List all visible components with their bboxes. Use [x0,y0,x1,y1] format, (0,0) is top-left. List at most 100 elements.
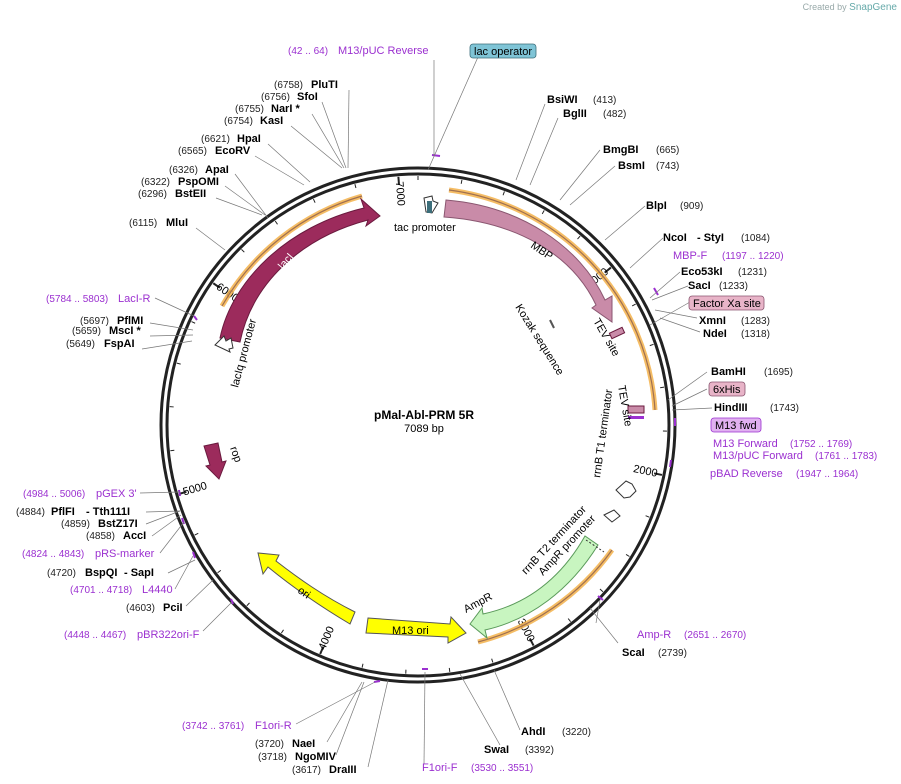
m13-fwd-label: M13 fwd [715,420,757,432]
enzyme-naei: (3720)NaeI [255,738,315,750]
leader-lines [139,56,713,768]
svg-text:BsmI: BsmI [618,160,645,172]
enzyme-pspomi: (6322)PspOMI [141,176,219,188]
svg-text:(5697): (5697) [80,316,109,327]
minor-tick [246,602,250,607]
minor-tick [541,210,545,215]
primer-pbad-reverse: pBAD Reverse(1947 .. 1964) [710,468,858,480]
factor-xa-label: Factor Xa site [693,298,761,310]
enzyme-hpai: (6621)HpaI [201,133,261,145]
enzyme-bsmi: BsmI(743) [618,160,679,172]
orf-arc-mbp [448,187,658,411]
svg-text:(1197 .. 1220): (1197 .. 1220) [722,251,784,262]
svg-text:Eco53kI: Eco53kI [681,266,723,278]
svg-text:(3718): (3718) [258,752,287,763]
svg-text:(482): (482) [603,109,626,120]
enzyme-bmgbi: BmgBI(665) [603,144,679,156]
svg-text:SacI: SacI [688,280,711,292]
svg-text:(1752 .. 1769): (1752 .. 1769) [790,439,852,450]
scale-label-7000: 7000 [393,181,407,206]
svg-text:BamHI: BamHI [711,366,746,378]
svg-text:(6565): (6565) [178,146,207,157]
svg-text:NgoMIV: NgoMIV [295,751,337,763]
rop-label: rop [227,445,244,464]
primer-f1ori-r: (3742 .. 3761)F1ori-R [182,720,292,732]
rop-arrow [203,442,227,480]
svg-text:NaeI: NaeI [292,738,315,750]
enzyme-eco53ki: Eco53kI (1231) [681,266,767,278]
kozak-mark [549,319,555,329]
minor-tick [217,569,222,574]
minor-tick [176,362,181,365]
enzyme-pflfi: (4884)PflFI- Tth111I [16,506,130,518]
svg-text:(413): (413) [593,95,616,106]
svg-text:(3617): (3617) [292,765,321,776]
m13-ori-label: M13 ori [392,625,429,637]
svg-text:(3392): (3392) [525,745,554,756]
minor-tick [191,321,196,324]
his6-mark [628,416,644,419]
enzyme-fspai: (5649)FspAI [66,338,135,350]
svg-text:MscI *: MscI * [109,325,142,337]
svg-text:(1233): (1233) [719,281,748,292]
svg-text:BsiWI: BsiWI [547,94,578,106]
enzyme-ngomiv: (3718) NgoMIV [258,751,337,763]
minor-tick [460,179,463,184]
enzyme-sfoi: (6756)SfoI [261,91,318,103]
enzyme-draiii: (3617) DraIII [292,764,357,776]
minor-tick [354,183,357,189]
enzyme-bglii: BglII(482) [563,108,626,120]
rrnb-t1-label: rrnB T1 terminator [591,388,615,478]
orf-arc-mbp-core [448,189,656,411]
svg-text:AhdI: AhdI [521,726,545,738]
svg-text:BstEII: BstEII [175,188,206,200]
svg-text:(3220): (3220) [562,727,591,738]
svg-text:(6755): (6755) [235,104,264,115]
svg-text:KasI: KasI [260,115,283,127]
svg-text:(665): (665) [656,145,679,156]
tac-promoter-label: tac promoter [394,222,456,234]
svg-text:(1761 .. 1783): (1761 .. 1783) [815,451,877,462]
svg-text:pGEX 3': pGEX 3' [96,488,137,500]
m13-fwd-tag: M13 fwd [710,417,762,433]
minor-tick [599,588,604,593]
svg-text:pBR322ori-F: pBR322ori-F [137,629,200,641]
svg-text:XmnI: XmnI [699,315,726,327]
lac-operator-label: lac operator [474,46,532,58]
orf-arc-ampr-core [477,549,613,643]
svg-text:(4824 .. 4843): (4824 .. 4843) [22,549,84,560]
svg-text:BstZ17I: BstZ17I [98,518,138,530]
svg-text:PflMI: PflMI [117,315,143,327]
enzyme-mlui: (6115) MluI [129,217,188,229]
his6-tag: 6xHis [708,381,746,397]
enzyme-apai: (6326)ApaI [169,164,229,176]
svg-text:(6115): (6115) [129,218,157,229]
minor-tick [502,191,505,196]
svg-text:(3530 .. 3551): (3530 .. 3551) [471,763,533,774]
enzyme-blpi: BlpI(909) [646,200,703,212]
svg-text:BlpI: BlpI [646,200,667,212]
minor-tick [194,532,199,536]
svg-text:(1231): (1231) [738,267,767,278]
enzyme-acci: (4858)AccI [86,530,146,542]
svg-text:HindIII: HindIII [714,402,748,414]
svg-text:LacI-R: LacI-R [118,293,150,305]
primer-f1ori-f: F1ori-F(3530 .. 3551) [422,762,533,774]
enzyme-swai: SwaI(3392) [484,744,554,756]
svg-text:(4701 .. 4718): (4701 .. 4718) [70,585,132,596]
svg-text:L4440: L4440 [142,584,173,596]
svg-text:(1743): (1743) [770,403,799,414]
svg-text:PciI: PciI [163,602,183,614]
svg-text:(4859): (4859) [61,519,90,530]
his6-label: 6xHis [713,384,741,396]
primer-pbr322ori-f: (4448 .. 4467)pBR322ori-F [64,629,200,641]
svg-text:DraIII: DraIII [329,764,357,776]
svg-text:MluI: MluI [166,217,188,229]
primer-amp-r: Amp-R(2651 .. 2670) [637,629,746,641]
orf-arcs [219,187,658,645]
minor-tick [491,658,494,663]
major-tick [319,646,325,655]
svg-text:(1318): (1318) [741,329,770,340]
svg-text:(6754): (6754) [224,116,253,127]
major-tick [604,266,612,274]
